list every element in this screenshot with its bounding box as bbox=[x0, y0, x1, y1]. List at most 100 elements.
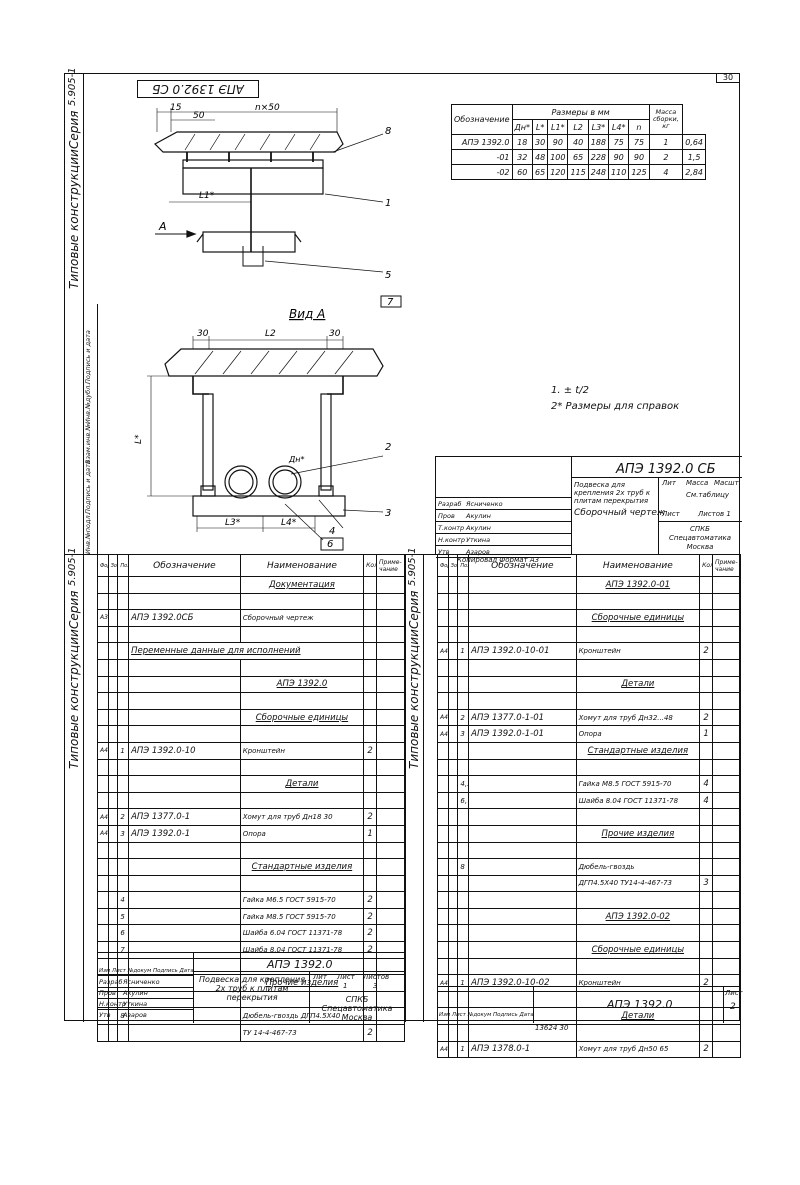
spec-zone bbox=[107, 625, 119, 644]
spec-designation bbox=[468, 941, 577, 959]
dims-cell: 2 bbox=[648, 149, 684, 165]
spec-name: Сборочные единицы bbox=[239, 708, 365, 727]
spec-row bbox=[437, 808, 741, 826]
spec-designation bbox=[128, 907, 241, 926]
spec-format bbox=[437, 791, 449, 810]
spec-designation bbox=[468, 824, 577, 843]
spec-format bbox=[437, 692, 449, 710]
spec-designation bbox=[468, 592, 577, 611]
spec-qty bbox=[363, 775, 378, 793]
spec-note bbox=[376, 741, 405, 760]
person-name: Азаров bbox=[466, 548, 490, 556]
spec-zone bbox=[107, 841, 119, 860]
spec-name: Сборочные единицы bbox=[575, 941, 701, 959]
spec-zone bbox=[447, 708, 459, 727]
spec-name bbox=[575, 658, 701, 677]
right-spec-strip-num: 5.905-1 bbox=[407, 547, 418, 586]
spec-note bbox=[712, 924, 741, 943]
spec-qty: 2 bbox=[363, 924, 378, 943]
spec-name bbox=[239, 758, 365, 777]
spec-qty: 2 bbox=[699, 642, 714, 660]
spec-note bbox=[712, 642, 741, 660]
dim-50: 50 bbox=[193, 111, 205, 121]
spec-note bbox=[376, 824, 405, 843]
spec-row: Сборочные единицы bbox=[97, 708, 405, 727]
spec-format bbox=[437, 824, 449, 843]
spec-pos bbox=[457, 907, 470, 926]
spec-qty bbox=[699, 1024, 714, 1042]
spec-note bbox=[712, 675, 741, 694]
spec-pos bbox=[457, 692, 470, 710]
spec-designation bbox=[468, 907, 577, 926]
person-role: Т.контр bbox=[438, 524, 465, 532]
spec-pos: 3 bbox=[457, 725, 470, 743]
spec-designation bbox=[468, 957, 577, 976]
spec-format bbox=[437, 858, 449, 876]
callout-4: 4 bbox=[329, 526, 335, 537]
spec-name: Опора bbox=[575, 725, 701, 743]
spec-format bbox=[97, 874, 109, 893]
spec-format bbox=[437, 1024, 449, 1042]
spec-format: А4 bbox=[437, 1040, 449, 1059]
spec-zone bbox=[447, 725, 459, 743]
spec-pos bbox=[117, 858, 130, 876]
spec-format bbox=[437, 907, 449, 926]
spec-pos: 5 bbox=[117, 907, 130, 926]
spec-designation bbox=[128, 874, 241, 893]
person-role: Н.контр bbox=[438, 536, 466, 544]
spec-qty: 1 bbox=[363, 824, 378, 843]
spec-zone bbox=[107, 692, 119, 710]
tbt-scale: Масшт bbox=[714, 479, 739, 487]
spec-head-pos: Поз. bbox=[457, 554, 470, 577]
left-spec-strip-title: Типовые конструкции bbox=[67, 629, 81, 769]
spec-name bbox=[575, 1024, 701, 1042]
spec-pos: 2 bbox=[457, 708, 470, 727]
spec-zone bbox=[107, 858, 119, 876]
spec-row bbox=[437, 692, 741, 710]
spec-designation bbox=[468, 609, 577, 627]
spec-head-designation: Обозначение bbox=[468, 554, 577, 577]
spec-zone bbox=[447, 576, 459, 594]
spec-format bbox=[97, 592, 109, 611]
spec-pos bbox=[457, 1024, 470, 1042]
person-name: Уткина bbox=[466, 536, 491, 544]
spec-zone bbox=[447, 874, 459, 893]
spec-head-note: Приме-чание bbox=[712, 554, 741, 577]
dims-col-head: Дн* bbox=[511, 119, 534, 135]
spec-designation bbox=[128, 891, 241, 909]
dim-l1: L1* bbox=[199, 191, 215, 201]
spec-row bbox=[97, 791, 405, 810]
spec-zone bbox=[447, 841, 459, 860]
spec-note bbox=[712, 609, 741, 627]
spec-pos bbox=[457, 924, 470, 943]
spec-qty bbox=[699, 609, 714, 627]
spec-head-pos: Поз. bbox=[117, 554, 130, 577]
dim-dn: Дн* bbox=[288, 455, 304, 464]
spec-zone bbox=[107, 907, 119, 926]
spec-format bbox=[97, 758, 109, 777]
spec-qty bbox=[699, 841, 714, 860]
spec-pos bbox=[457, 675, 470, 694]
spec-designation bbox=[468, 692, 577, 710]
dims-cell: 90 bbox=[608, 149, 630, 165]
left-spec-table: ФорматЗонаПоз.ОбозначениеНаименованиеКол… bbox=[97, 554, 405, 1042]
spec-designation bbox=[468, 791, 577, 810]
spec-qty bbox=[363, 858, 378, 876]
dims-cell: 4 bbox=[648, 164, 684, 180]
spec-qty bbox=[699, 957, 714, 976]
spec-designation bbox=[128, 775, 241, 793]
spec-row bbox=[97, 625, 405, 644]
spec-head-name: Наименование bbox=[239, 554, 365, 577]
dims-col-head: L1* bbox=[547, 119, 569, 135]
spec-zone bbox=[107, 642, 119, 660]
spec-note bbox=[712, 625, 741, 644]
spec-pos bbox=[117, 675, 130, 694]
dim-l: L* bbox=[134, 434, 144, 444]
spec-pos bbox=[117, 775, 130, 793]
spec-designation bbox=[468, 758, 577, 777]
person-name: Ясниченко bbox=[123, 978, 160, 986]
